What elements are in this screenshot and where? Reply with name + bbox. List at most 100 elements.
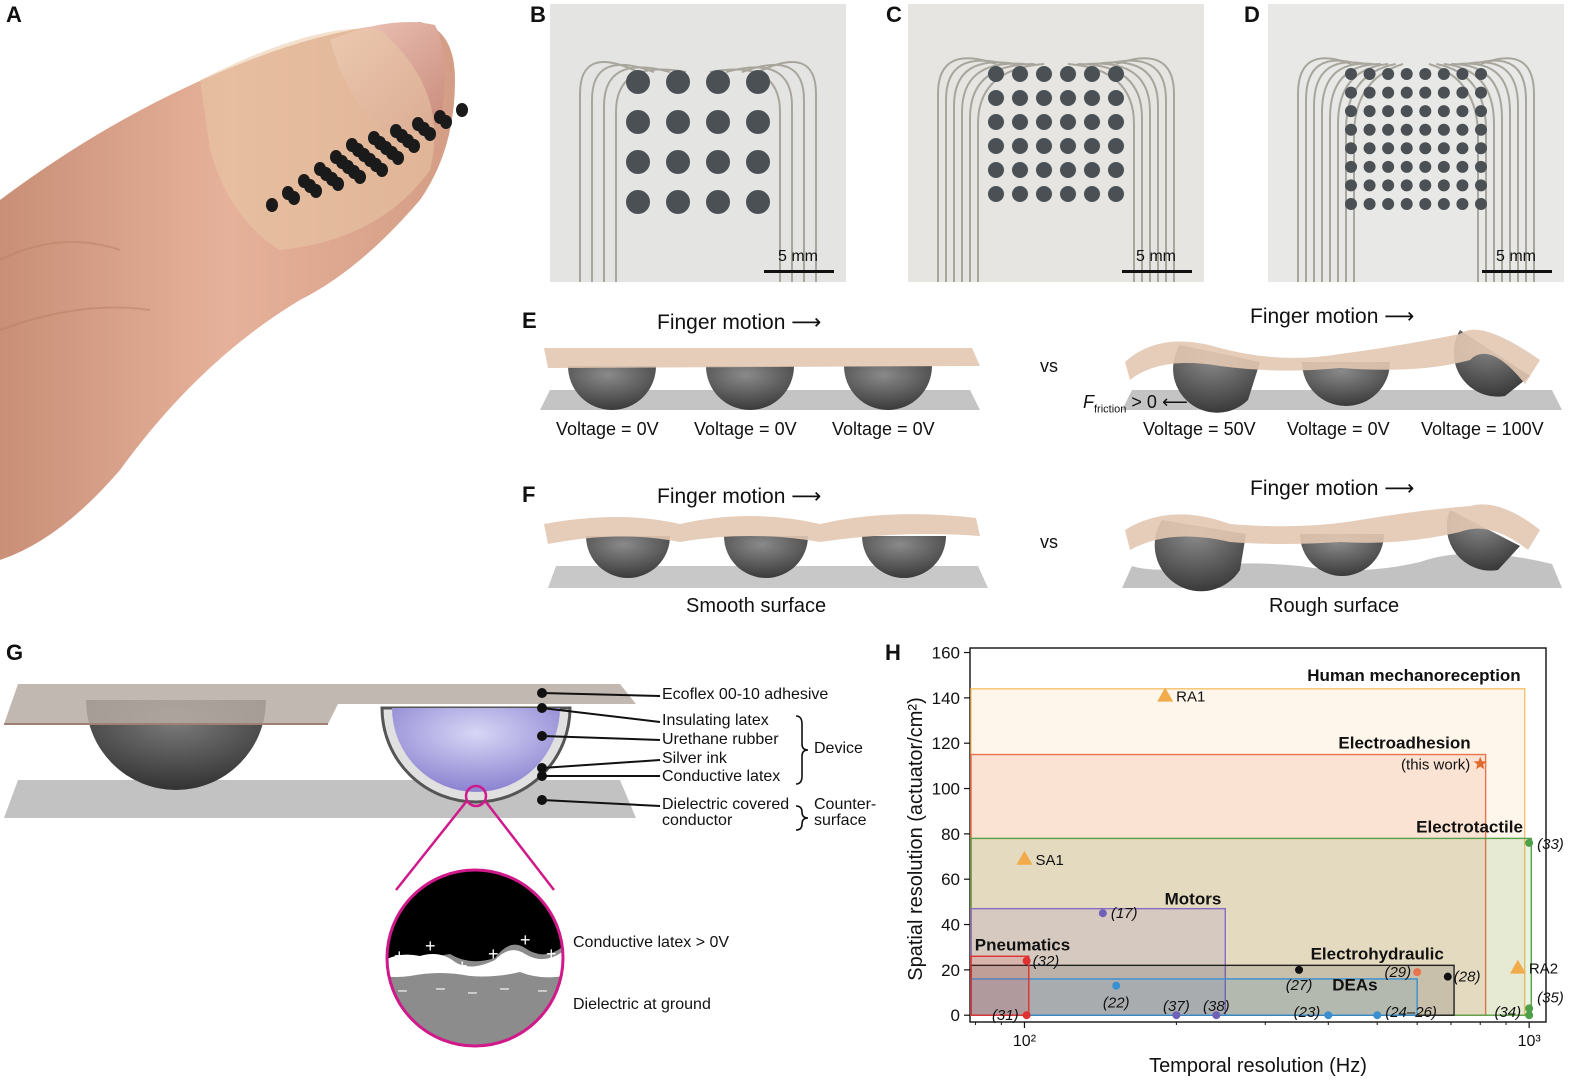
layer-label-dielectric: Dielectric covered [662, 796, 790, 813]
region-label: Human mechanoreception [1307, 666, 1521, 685]
electrode-dot [746, 150, 770, 174]
electrode-dot [988, 138, 1004, 154]
electrode-dot [1419, 142, 1432, 155]
reference-point [1443, 972, 1452, 981]
y-tick-label: 140 [932, 689, 960, 708]
panel-letter-e: E [522, 308, 537, 333]
region-electroadhesion [970, 753, 1487, 1016]
counter-surface-label-2: surface [814, 812, 867, 829]
electrode-dot [1475, 198, 1487, 210]
electrode-dot [1060, 138, 1076, 154]
electrode-dot [1437, 142, 1450, 155]
electrode-dot [1345, 179, 1357, 192]
electrode-dot [1012, 90, 1028, 106]
electrode-dot [746, 70, 770, 94]
this-work-star [1473, 756, 1487, 770]
reference-label: (37) [1163, 998, 1190, 1015]
scale-label-b: 5 mm [778, 248, 818, 265]
electrode-dot [1382, 160, 1395, 173]
electrode-dot [1475, 105, 1487, 118]
electrode-dot [1036, 114, 1052, 130]
electrode-dots-c [988, 66, 1124, 202]
panel-g-diagram [4, 684, 809, 1048]
panel-letter-c: C [886, 2, 902, 27]
electrode-dot [1456, 198, 1469, 210]
electrode-dot [1456, 68, 1469, 80]
electrode-dot [1060, 114, 1076, 130]
electrode-dot [1363, 123, 1376, 136]
electrode-dot [456, 103, 468, 117]
electrode-dot [330, 150, 342, 164]
electrode-dot [1419, 123, 1432, 136]
electrode-dot [626, 190, 650, 214]
electrode-dot [412, 117, 424, 131]
electrode-dot [298, 174, 310, 188]
reference-points: (17)(32)(31)(22)(37)(38)(27)(23)(24–26)(… [992, 836, 1564, 1024]
electrode-dot [1400, 179, 1413, 192]
electrode-dot [1345, 160, 1357, 173]
region-motors [970, 907, 1226, 1016]
electrode-dot [1084, 186, 1100, 202]
electrode-dot [1363, 179, 1376, 192]
smooth-surface-label: Smooth surface [686, 595, 827, 617]
electrode-dot [1400, 160, 1413, 173]
electrode-dot [1456, 86, 1469, 99]
electrode-dot [1419, 179, 1432, 192]
y-tick-label: 60 [941, 870, 960, 889]
electrode-dot [746, 110, 770, 134]
electrode-dot [988, 186, 1004, 202]
electrode-dot [1012, 186, 1028, 202]
reference-point [1022, 956, 1031, 965]
panel-letter-f: F [522, 482, 536, 507]
electrode-dot [1084, 138, 1100, 154]
y-tick-label: 80 [941, 825, 960, 844]
electrode-dot [1084, 162, 1100, 178]
voltage-e-right-1: Voltage = 50V [1143, 419, 1256, 439]
electrode-dot [1475, 86, 1487, 99]
electrode-dots-b [626, 70, 770, 214]
photo-array-d: 5 mm [1268, 4, 1564, 282]
electrode-dot [1382, 86, 1395, 99]
friction-label: Ffriction > 0 ⟵ [1083, 392, 1188, 416]
electrode-dot [1400, 86, 1413, 99]
electrode-dot [1419, 160, 1432, 173]
rough-surface-label: Rough surface [1269, 595, 1400, 617]
y-tick-label: 120 [932, 734, 960, 753]
electrode-dot [666, 150, 690, 174]
region-label: Electrotactile [1416, 817, 1523, 836]
array-c-svg [937, 57, 1175, 282]
electrode-dot [1400, 123, 1413, 136]
electrode-dot [1108, 114, 1124, 130]
y-tick-label: 100 [932, 780, 960, 799]
electrode-dot [1345, 68, 1357, 80]
electrode-dot [666, 110, 690, 134]
electrode-dot [1475, 68, 1487, 80]
array-d-svg [1297, 57, 1535, 282]
y-tick-label: 160 [932, 644, 960, 663]
finger-motion-f-left: Finger motion ⟶ [657, 485, 822, 508]
electrode-dot [1012, 114, 1028, 130]
electrode-dot [1012, 138, 1028, 154]
panel-h-chart: Human mechanoreceptionElectroadhesionEle… [905, 644, 1564, 1077]
region-label: Electrohydraulic [1311, 944, 1444, 963]
layer-label-insulating: Insulating latex [662, 712, 769, 729]
electrode-dot [1345, 142, 1357, 155]
electrode-dot [1437, 123, 1450, 136]
scale-label-c: 5 mm [1136, 248, 1176, 265]
electrode-dot [1400, 142, 1413, 155]
bumps-left [568, 366, 932, 410]
finger-layer-right [1125, 329, 1540, 384]
electrode-dot [368, 131, 380, 145]
reference-point [1525, 838, 1534, 847]
region-electrotactile [970, 837, 1533, 1016]
finger-motion-e-left: Finger motion ⟶ [657, 311, 822, 334]
reference-point [1525, 1004, 1534, 1013]
electrode-dot [626, 150, 650, 174]
region-label: Electroadhesion [1338, 734, 1470, 753]
receptor-label: RA1 [1176, 689, 1205, 706]
scale-bar-d [1482, 270, 1552, 273]
y-axis-label: Spatial resolution (actuator/cm²) [905, 697, 927, 980]
reference-point [1295, 965, 1304, 974]
reference-point [1373, 1011, 1382, 1020]
